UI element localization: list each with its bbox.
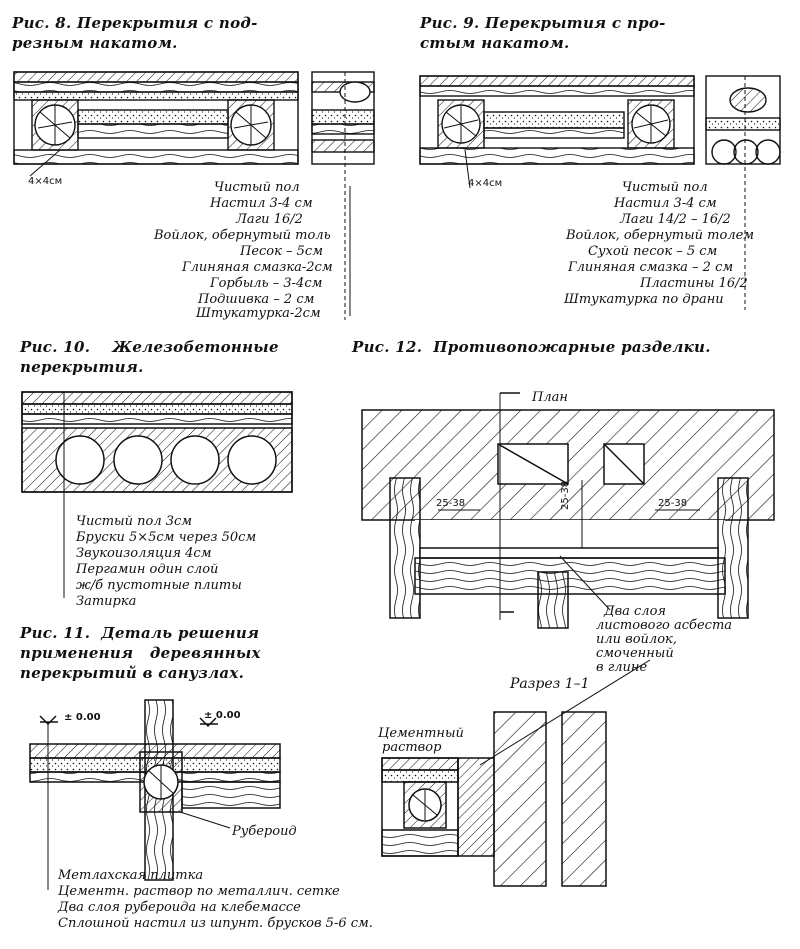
fig9-section [419,75,695,165]
fig9-layer-7: Пластины 16/2 [640,276,748,291]
fig8-caption-line1: Рис. 8. Перекрытия с под- [12,14,258,32]
fig8-dimension: 4×4см [28,176,63,187]
fig12-plan-label: План [532,390,568,405]
fig12-cement-line1: Цементный [378,726,464,741]
fig9-layer-8: Штукатурка по драни [564,292,724,307]
fig11-layer-1: Метлахская плитка [58,868,204,883]
fig10-layer-1: Чистый пол 3см [76,514,193,529]
fig12-note-line1: Два слоя [604,604,667,619]
fig9-caption-line1: Рис. 9. Перекрытия с про- [420,14,666,32]
fig8-layer-9: Штукатурка-2см [196,306,321,321]
fig8-layer-4: Войлок, обернутый толь [154,228,331,243]
fig11-level-right: ± 0.00 [204,710,241,721]
fig9-layer-1: Чистый пол [622,180,708,195]
fig9-layer-6: Глиняная смазка – 2 см [568,260,734,275]
fig12-dim-right: 25-38 [658,498,688,509]
fig8-layer-3: Лаги 16/2 [236,212,303,227]
fig12-note-line3: или войлок, [596,632,677,647]
fig9-layer-4: Войлок, обернутый толем [566,228,755,243]
fig12-caption: Рис. 12. Противопожарные разделки. [352,338,711,356]
fig11-level-left: ± 0.00 [64,712,101,723]
fig10-section [21,391,293,598]
fig11-caption-line1: Рис. 11. Деталь решения [20,624,260,642]
fig11-section [29,699,281,890]
fig12-dim-vertical: 25-38 [560,480,571,510]
fig8-cross-section [311,71,375,320]
fig8-section [13,71,299,177]
fig11-layer-2: Цементн. раствор по металлич. сетке [58,884,340,899]
fig10-layer-3: Звукоизоляция 4см [76,546,212,561]
fig10-layer-4: Пергамин один слой [76,562,219,577]
fig8-layer-8: Подшивка – 2 см [198,292,315,307]
fig12-plan [361,392,775,629]
fig8-layer-1: Чистый пол [214,180,300,195]
fig8-layer-2: Настил 3-4 см [210,196,313,211]
fig9-layer-3: Лаги 14/2 – 16/2 [620,212,731,227]
fig8-layer-7: Горбыль – 3-4см [210,276,323,291]
fig12-cement-line2: раствор [382,740,442,755]
fig11-ruberoid: Рубероид [232,824,297,839]
fig8-caption-line2: резным накатом. [12,34,178,52]
fig8-layer-6: Глиняная смазка-2см [182,260,333,275]
fig8-layer-5: Песок – 5см [240,244,323,259]
fig12-note-line5: в глине [596,660,648,675]
fig12-section-label: Разрез 1–1 [510,676,590,692]
fig12-dim-left: 25-38 [436,498,466,509]
fig9-caption-line2: стым накатом. [420,34,570,52]
fig10-layer-2: Бруски 5×5см через 50см [76,530,257,545]
fig12-section-1-1 [381,711,607,887]
fig10-layer-6: Затирка [76,594,137,609]
fig9-cross-section [705,75,781,310]
fig9-layer-2: Настил 3-4 см [614,196,717,211]
fig10-caption-line1: Рис. 10. Железобетонные [20,338,279,356]
fig11-caption-line2: применения деревянных [20,644,261,662]
fig10-caption-line2: перекрытия. [20,358,144,376]
fig12-note-line4: смоченный [596,646,674,661]
fig10-layer-5: ж/б пустотные плиты [76,578,242,593]
fig11-caption-line3: перекрытий в санузлах. [20,664,245,682]
fig9-layer-5: Сухой песок – 5 см [588,244,718,259]
fig11-layer-4: Сплошной настил из шпунт. брусков 5-6 см… [58,916,373,931]
fig11-layer-3: Два слоя рубероида на клебемассе [58,900,301,915]
fig9-dimension: 4×4см [468,178,503,189]
fig12-note-line2: листового асбеста [596,618,733,633]
fig-leaders-top [349,149,471,316]
